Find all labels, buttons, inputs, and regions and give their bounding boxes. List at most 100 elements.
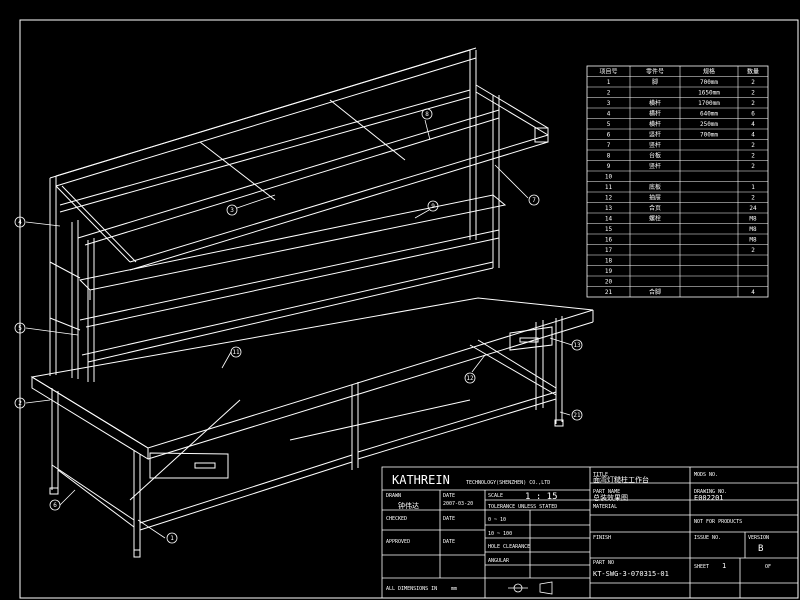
parts-table-cell: 11 bbox=[605, 184, 613, 191]
version-label: VERSION bbox=[748, 535, 769, 541]
callout-label: 21 bbox=[573, 412, 581, 419]
parts-table-cell: 16 bbox=[605, 237, 613, 244]
parts-table-cell: 2 bbox=[751, 100, 755, 107]
checked-label: CHECKED bbox=[386, 516, 407, 522]
parts-table-cell: 4 bbox=[607, 111, 611, 118]
callouts bbox=[14, 108, 583, 544]
callout-label: 5 bbox=[18, 325, 22, 332]
drawn-label: DRAWN bbox=[386, 493, 401, 499]
checked-date-label: DATE bbox=[443, 516, 455, 522]
date-label: DATE bbox=[443, 493, 455, 499]
part-name-label: PART NAME bbox=[593, 489, 620, 495]
parts-table-cell: 6 bbox=[607, 132, 611, 139]
parts-table-cell: 横杆 bbox=[649, 120, 661, 128]
approved-label: APPROVED bbox=[386, 539, 410, 545]
callout-label: 9 bbox=[431, 203, 435, 210]
parts-table-cell: 10 bbox=[605, 174, 613, 181]
parts-table-cell: 7 bbox=[607, 142, 611, 149]
parts-table-cell: 9 bbox=[607, 163, 611, 170]
parts-table-cell: 250mm bbox=[700, 121, 718, 128]
parts-table-cell: 竖杆 bbox=[649, 141, 661, 149]
callout-label: 8 bbox=[425, 111, 429, 118]
parts-table-cell: 700mm bbox=[700, 132, 718, 139]
issue-label: ISSUE NO. bbox=[694, 535, 721, 541]
parts-table-cell: 抽屉 bbox=[649, 194, 661, 202]
parts-table-cell: 竖杆 bbox=[649, 131, 661, 139]
parts-table-cell: 13 bbox=[605, 205, 613, 212]
parts-table-cell: 640mm bbox=[700, 111, 718, 118]
parts-table-cell: 1 bbox=[751, 184, 755, 191]
callout-circle-21 bbox=[571, 409, 583, 421]
drawing-no-label: DRAWING NO. bbox=[694, 489, 727, 495]
callout-circle-12 bbox=[464, 372, 476, 384]
parts-table-cell: 螺栓 bbox=[649, 215, 661, 223]
callout-circle-1 bbox=[166, 532, 178, 544]
parts-table-cell: 14 bbox=[605, 216, 613, 223]
parts-table-cell: 18 bbox=[605, 258, 613, 265]
tol-row2: 10 ~ 100 bbox=[488, 531, 512, 537]
callout-circle-9 bbox=[427, 200, 439, 212]
callout-circle-5 bbox=[14, 322, 26, 334]
callout-circle-7 bbox=[528, 194, 540, 206]
parts-table-cell: 20 bbox=[605, 279, 613, 286]
callout-circle-3 bbox=[226, 204, 238, 216]
part-name-value: 总装效果图 bbox=[593, 493, 628, 502]
parts-table-cell: 2 bbox=[751, 142, 755, 149]
parts-table-cell: 合页 bbox=[649, 204, 661, 212]
material-label: MATERIAL bbox=[593, 504, 617, 510]
callout-label: 11 bbox=[232, 349, 240, 356]
tol-row3: HOLE CLEARANCE bbox=[488, 544, 530, 550]
parts-table-cell: 3 bbox=[607, 100, 611, 107]
parts-table-cell: 19 bbox=[605, 268, 613, 275]
all-dims-label: ALL DIMENSIONS IN bbox=[386, 586, 437, 592]
title-block bbox=[381, 466, 799, 599]
sheet-value: 1 bbox=[722, 562, 726, 570]
callout-label: 1 bbox=[170, 535, 174, 542]
parts-table-header: 数量 bbox=[747, 68, 759, 76]
parts-table-cell: 15 bbox=[605, 226, 613, 233]
parts-table-cell: 脚 bbox=[652, 78, 658, 86]
parts-table-header: 项目号 bbox=[599, 69, 617, 76]
parts-table-header: 规格 bbox=[703, 68, 715, 76]
title-label: TITLE bbox=[593, 472, 608, 478]
parts-table-cell: 横杆 bbox=[649, 99, 661, 107]
units-value: mm bbox=[451, 586, 457, 592]
parts-table-cell: 2 bbox=[751, 153, 755, 160]
part-no-value: KT-SWG-3-070315-01 bbox=[593, 570, 669, 578]
scale-label: SCALE bbox=[488, 493, 503, 499]
parts-table-cell: 2 bbox=[607, 90, 611, 97]
parts-table-cell: M8 bbox=[749, 237, 757, 244]
of-label: OF bbox=[765, 564, 771, 570]
parts-table-cell: 24 bbox=[749, 205, 757, 212]
parts-table-cell: 2 bbox=[751, 90, 755, 97]
parts-table-cell: 1650mm bbox=[698, 90, 720, 97]
callout-label: 2 bbox=[18, 400, 22, 407]
parts-table-cell: 2 bbox=[751, 247, 755, 254]
callout-labels: 4 5 2 6 1 3 8 9 7 11 12 13 21 bbox=[18, 111, 581, 542]
parts-table-cell: 8 bbox=[607, 153, 611, 160]
parts-table-cell: 2 bbox=[751, 163, 755, 170]
parts-table-cell: 4 bbox=[751, 121, 755, 128]
drawing-no-value: E002201 bbox=[694, 494, 724, 502]
callout-label: 3 bbox=[230, 207, 234, 214]
tol-row4: ANGULAR bbox=[488, 558, 510, 564]
scale-value: 1 : 15 bbox=[525, 492, 558, 502]
parts-table-cell: 700mm bbox=[700, 79, 718, 86]
parts-table-cell: 横杆 bbox=[649, 110, 661, 118]
parts-table-cell: 1 bbox=[607, 79, 611, 86]
parts-table-cell: 2 bbox=[751, 195, 755, 202]
version-value: B bbox=[758, 544, 763, 554]
callout-label: 13 bbox=[573, 342, 581, 349]
callout-label: 6 bbox=[53, 502, 57, 509]
tolerance-label: TOLERANCE UNLESS STATED bbox=[488, 504, 557, 510]
callout-circle-13 bbox=[571, 339, 583, 351]
parts-table-cell: 4 bbox=[751, 289, 755, 296]
callout-circle-4 bbox=[14, 216, 26, 228]
callout-circle-11 bbox=[230, 346, 242, 358]
parts-table-cell: 台板 bbox=[649, 152, 661, 160]
parts-table-cell: M8 bbox=[749, 226, 757, 233]
parts-table-cell: M8 bbox=[749, 216, 757, 223]
parts-table-cell: 6 bbox=[751, 111, 755, 118]
